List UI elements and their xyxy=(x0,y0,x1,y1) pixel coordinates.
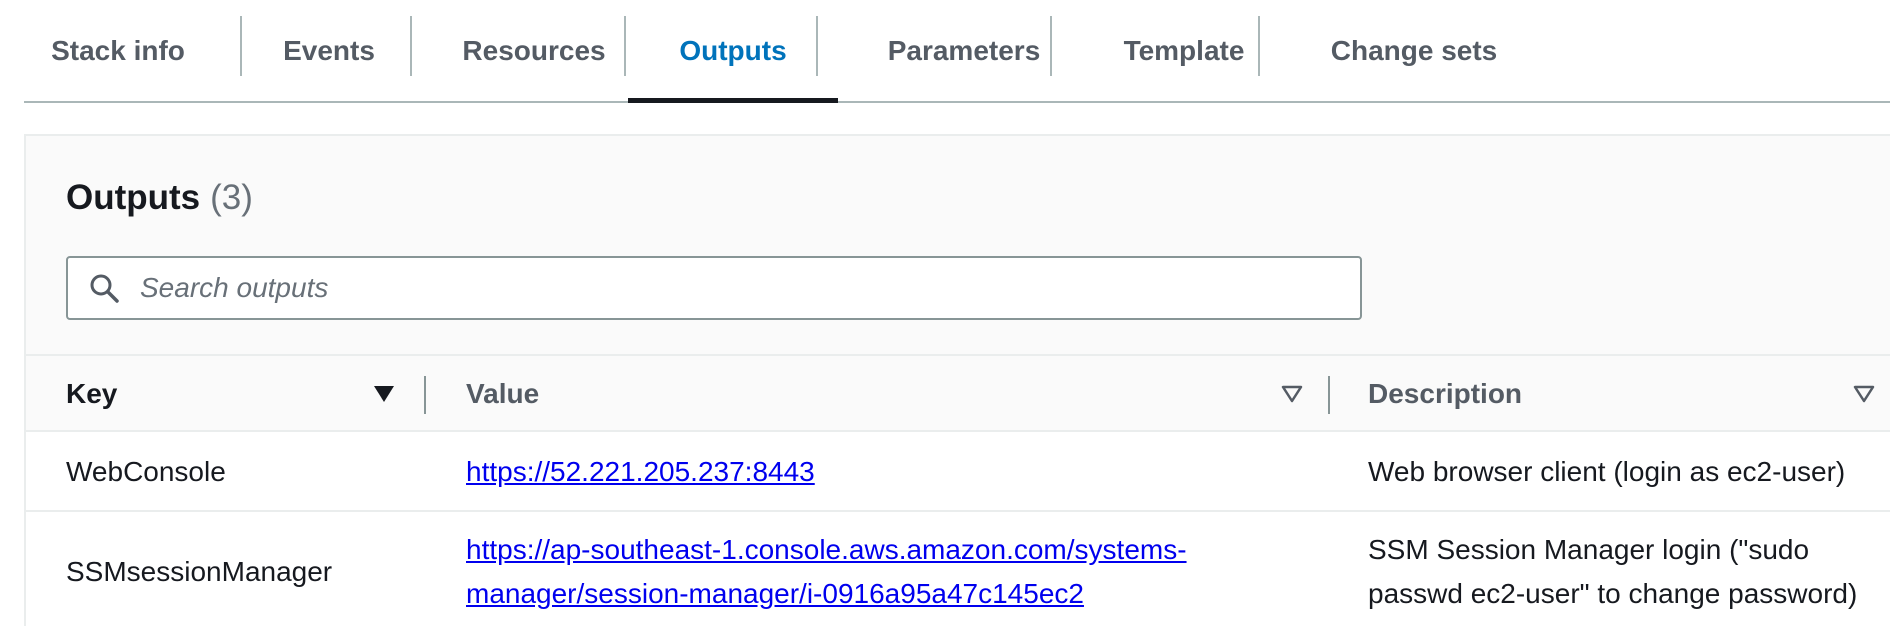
sort-unsorted-icon[interactable] xyxy=(1280,382,1304,406)
output-description: SSM Session Manager login ("sudo passwd e… xyxy=(1368,528,1857,616)
tab-divider xyxy=(1258,16,1260,76)
search-icon xyxy=(82,266,126,310)
output-key: SSMsessionManager xyxy=(66,556,333,587)
output-description: Web browser client (login as ec2-user) xyxy=(1368,456,1846,487)
output-value-link[interactable]: https://ap-southeast-1.console.aws.amazo… xyxy=(466,534,1187,609)
panel-header: Outputs(3) xyxy=(66,178,253,218)
tab-divider xyxy=(240,16,242,76)
tab-parameters[interactable]: Parameters xyxy=(887,34,1041,66)
tab-change-sets[interactable]: Change sets xyxy=(1330,34,1498,66)
column-header-description[interactable]: Description xyxy=(1368,378,1523,409)
outputs-count: (3) xyxy=(210,178,253,217)
column-resizer[interactable] xyxy=(424,376,426,414)
output-key: WebConsole xyxy=(66,456,226,487)
tab-template[interactable]: Template xyxy=(1123,34,1245,66)
column-header-key[interactable]: Key xyxy=(66,378,118,409)
tab-resources[interactable]: Resources xyxy=(462,34,606,66)
table-row: WebConsole https://52.221.205.237:8443 W… xyxy=(26,432,1890,512)
column-resizer[interactable] xyxy=(1328,376,1330,414)
search-input[interactable] xyxy=(138,259,1322,317)
output-value: https://ap-southeast-1.console.aws.amazo… xyxy=(466,528,1187,616)
sort-unsorted-icon[interactable] xyxy=(1852,382,1876,406)
output-description-line: SSM Session Manager login ("sudo xyxy=(1368,534,1810,565)
output-value-link-line: https://ap-southeast-1.console.aws.amazo… xyxy=(466,534,1187,565)
output-value-link[interactable]: https://52.221.205.237:8443 xyxy=(466,456,815,487)
outputs-panel: Outputs(3) Key Value Description WebCons… xyxy=(24,134,1890,628)
panel-title: Outputs xyxy=(66,178,201,217)
tab-divider xyxy=(624,16,626,76)
output-value: https://52.221.205.237:8443 xyxy=(466,450,815,494)
table-header: Key Value Description xyxy=(26,354,1890,432)
output-value-link-line: manager/session-manager/i-0916a95a47c145… xyxy=(466,578,1084,609)
tab-divider xyxy=(1050,16,1052,76)
table-row: SSMsessionManager https://ap-southeast-1… xyxy=(26,512,1890,628)
column-header-value[interactable]: Value xyxy=(466,378,540,409)
tab-divider xyxy=(410,16,412,76)
tab-divider xyxy=(816,16,818,76)
tab-bar: Stack info Events Resources Outputs Para… xyxy=(24,0,1890,103)
tab-stack-info[interactable]: Stack info xyxy=(51,34,185,66)
output-description-line: passwd ec2-user" to change password) xyxy=(1368,578,1858,609)
sort-descending-icon[interactable] xyxy=(372,382,396,406)
tab-events[interactable]: Events xyxy=(283,34,375,66)
search-box[interactable] xyxy=(66,256,1362,320)
tab-outputs[interactable]: Outputs xyxy=(628,0,838,103)
